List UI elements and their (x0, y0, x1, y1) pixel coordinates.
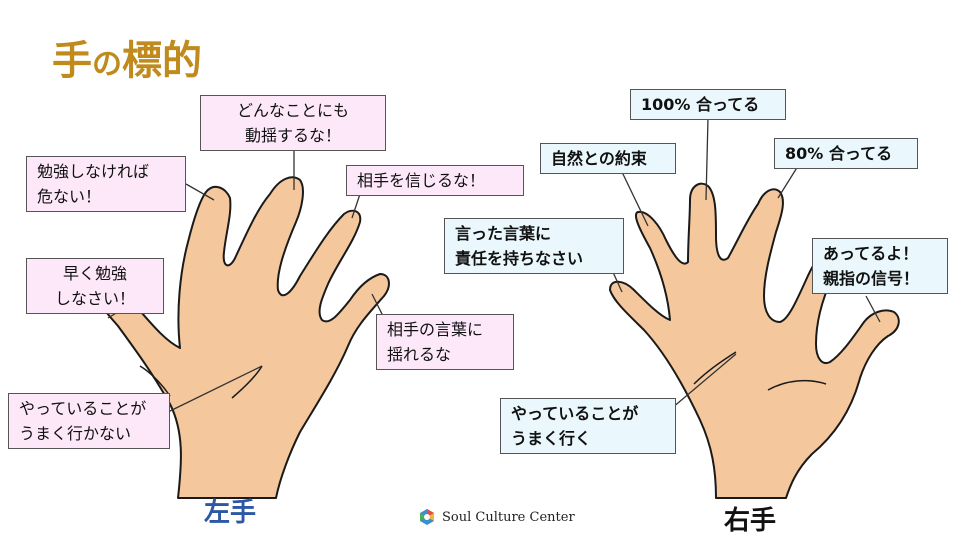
right-pinky-line-2: 責任を持ちなさい (455, 249, 584, 268)
left-index-line-1: 相手の言葉に (387, 320, 484, 339)
right-palm-line-2: うまく行く (511, 429, 592, 448)
right-thumb-line-2: 親指の信号！ (823, 269, 920, 288)
right-middle-line-1: 80% 合ってる (785, 144, 893, 163)
left-ring-line-1: どんなことにも (236, 101, 349, 120)
right-hand-caption: 右手 (724, 506, 777, 536)
left-hand (98, 176, 390, 499)
right-pinky-label: 言った言葉に 責任を持ちなさい (444, 218, 624, 274)
left-hand-caption: 左手 (204, 498, 257, 528)
left-index-line-2: 揺れるな (387, 345, 452, 364)
left-thumb-line-2: しなさい！ (54, 289, 135, 308)
right-index-upper-label: 自然との約束 (540, 143, 676, 174)
page-title: 手の標的 (52, 28, 202, 86)
right-ring-line-1: 100% 合ってる (641, 95, 760, 114)
left-pinky-label: 勉強しなければ 危ない！ (26, 156, 186, 212)
title-kanji-hand: 手 (52, 38, 92, 84)
left-index-label: 相手の言葉に 揺れるな (376, 314, 514, 370)
left-pinky-line-1: 勉強しなければ (37, 162, 150, 181)
left-ring-label: どんなことにも 動揺するな！ (200, 95, 386, 151)
right-thumb-label: あってるよ！ 親指の信号！ (812, 238, 948, 294)
left-palm-line-1: やっていることが (19, 399, 147, 418)
footer-text: Soul Culture Center (442, 509, 575, 525)
soul-culture-logo-icon (420, 509, 434, 525)
left-palm-label: やっていることが うまく行かない (8, 393, 170, 449)
left-ring-line-2: 動揺するな！ (244, 126, 341, 145)
right-index-upper-line-1: 自然との約束 (551, 149, 647, 168)
title-particle: の (92, 47, 122, 82)
right-ring-label: 100% 合ってる (630, 89, 786, 120)
right-thumb-line-1: あってるよ！ (823, 244, 919, 263)
title-kanji-target: 標的 (122, 38, 202, 84)
right-palm-line-1: やっていることが (511, 404, 639, 423)
left-middle-label: 相手を信じるな！ (346, 165, 524, 196)
left-palm-line-2: うまく行かない (19, 424, 132, 443)
left-thumb-line-1: 早く勉強 (62, 264, 127, 283)
left-middle-line-1: 相手を信じるな！ (357, 171, 486, 190)
right-pinky-line-1: 言った言葉に (455, 224, 552, 243)
left-thumb-label: 早く勉強 しなさい！ (26, 258, 164, 314)
right-middle-label: 80% 合ってる (774, 138, 918, 169)
footer-brand: Soul Culture Center (418, 508, 575, 526)
right-palm-label: やっていることが うまく行く (500, 398, 676, 454)
left-pinky-line-2: 危ない！ (37, 187, 102, 206)
